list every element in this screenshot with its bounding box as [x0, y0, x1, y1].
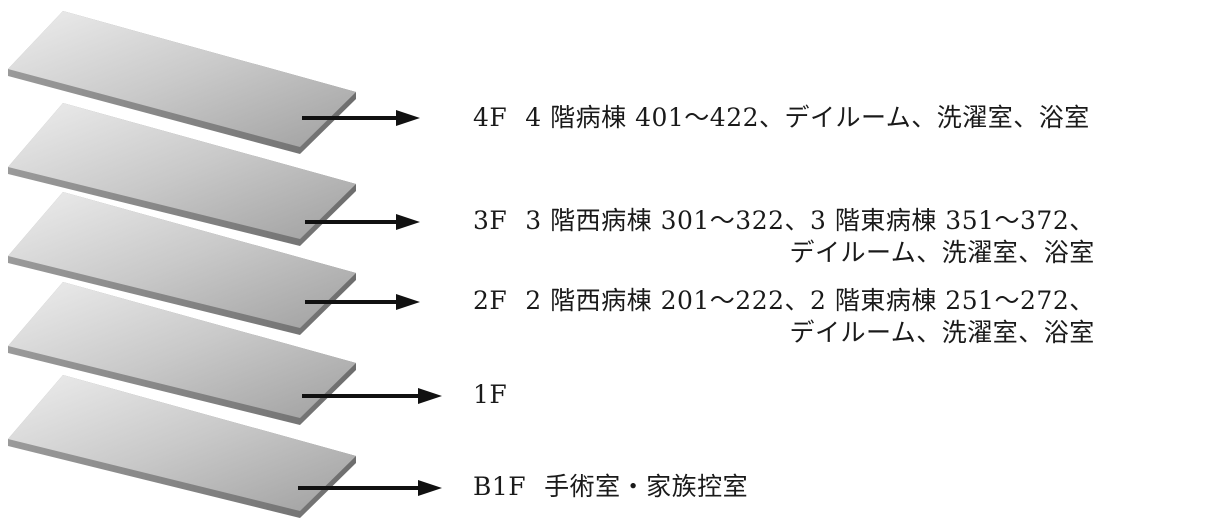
arrow-b1f: [298, 480, 442, 496]
floor-code: 4F: [473, 103, 508, 132]
floor-slab-3f: [8, 103, 356, 246]
floor-description: 手術室・家族控室: [544, 472, 749, 501]
floor-slab-2f: [8, 192, 356, 335]
floor-description: 2 階西病棟 201～222、2 階東病棟 251～272、: [525, 286, 1095, 315]
floor-code: 3F: [473, 206, 508, 235]
arrow-1f: [302, 388, 442, 404]
floor-label-2f: 2F 2 階西病棟 201～222、2 階東病棟 251～272、 デイルーム、洗…: [473, 286, 1095, 347]
floor-code: 1F: [473, 380, 508, 409]
floor-code: 2F: [473, 286, 508, 315]
floor-slab-1f: [8, 282, 356, 425]
floor-label-4f: 4F 4 階病棟 401～422、デイルーム、洗濯室、浴室: [473, 103, 1090, 133]
arrow-3f: [305, 214, 420, 230]
floor-slab-4f: [8, 11, 356, 154]
floor-label-3f: 3F 3 階西病棟 301～322、3 階東病棟 351～372、 デイルーム、洗…: [473, 206, 1095, 267]
floor-label-b1f: B1F 手術室・家族控室: [473, 472, 748, 502]
floor-slab-b1f: [8, 375, 356, 518]
arrow-4f: [302, 110, 420, 126]
floor-description: 4 階病棟 401～422、デイルーム、洗濯室、浴室: [525, 103, 1090, 132]
floor-code: B1F: [473, 472, 527, 501]
floor-description-continued: デイルーム、洗濯室、浴室: [789, 318, 1095, 347]
floor-label-1f: 1F: [473, 380, 525, 410]
floor-description: 3 階西病棟 301～322、3 階東病棟 351～372、: [525, 206, 1095, 235]
arrow-2f: [305, 294, 420, 310]
floor-description-continued: デイルーム、洗濯室、浴室: [789, 238, 1095, 267]
